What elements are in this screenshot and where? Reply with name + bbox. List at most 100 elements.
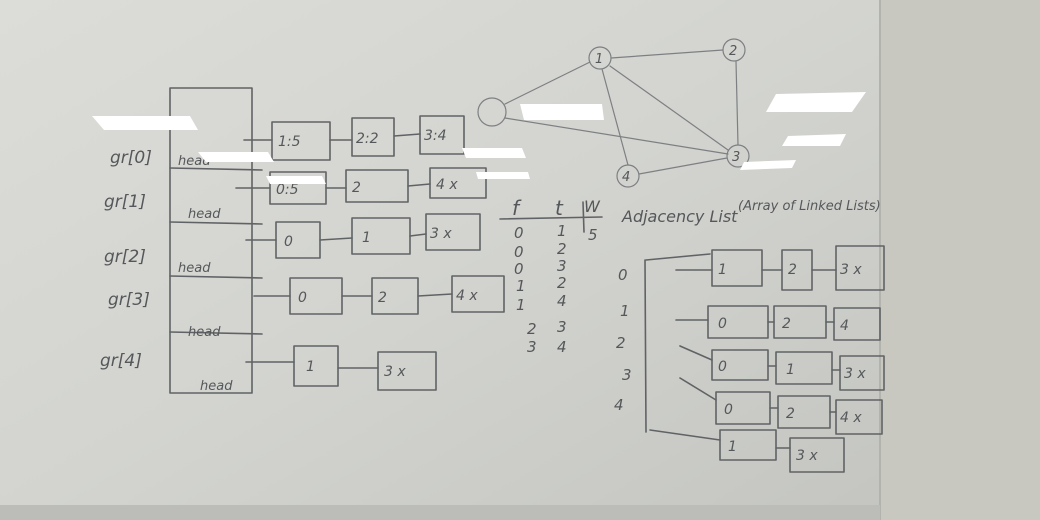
graph-sketch: 1 2 4 3	[477, 38, 750, 188]
list-node	[419, 115, 465, 155]
reflection	[476, 172, 530, 179]
node-label: 0	[718, 359, 727, 375]
list-node	[835, 245, 885, 291]
row-label-1: gr[1]	[104, 192, 146, 212]
list-node	[451, 275, 505, 313]
node-label: 2	[788, 262, 797, 278]
node-label: 1	[306, 359, 315, 375]
node-label: 3 x	[844, 366, 866, 382]
index-frame	[645, 253, 711, 261]
whiteboard	[0, 0, 880, 520]
cell: 0	[514, 224, 524, 242]
index-label: 4	[614, 396, 624, 414]
graph-edge	[609, 65, 729, 151]
node-label: 4	[840, 318, 849, 334]
row-label-3: gr[3]	[108, 290, 150, 310]
list-node	[429, 167, 487, 199]
list-node	[839, 355, 885, 391]
pointer-arrow	[407, 183, 431, 187]
graph-edge	[610, 49, 724, 59]
graph-edge	[504, 61, 591, 105]
edge-table: f t W 0 1 5 0 2 0 3 1 2 1 4 2 3 3 4	[499, 196, 603, 356]
node-label: 1:5	[278, 134, 301, 150]
col-header-f: f	[512, 196, 522, 220]
node-label: 2	[786, 406, 795, 422]
graph-node-label: 4	[622, 170, 630, 185]
node-label: 3 x	[430, 226, 452, 242]
list-node	[789, 437, 845, 473]
table-rule	[582, 201, 585, 233]
list-node	[775, 351, 833, 385]
node-label: 0	[298, 290, 307, 306]
list-node	[711, 349, 769, 381]
row-label-0: gr[0]	[110, 148, 152, 168]
cell: 5	[588, 226, 598, 244]
pointer-arrow	[417, 293, 453, 297]
adjacency-list: Adjacency List (Array of Linked Lists) 0…	[614, 199, 885, 473]
node-label: 3 x	[840, 262, 862, 278]
adjacency-title: Adjacency List	[621, 207, 738, 226]
node-label: 0	[284, 234, 293, 250]
graph-edge	[735, 60, 739, 146]
reflection	[782, 134, 846, 146]
node-label: 1	[718, 262, 727, 278]
divider	[169, 331, 263, 335]
row-label-4: gr[4]	[100, 351, 142, 371]
index-column	[644, 259, 647, 433]
list-node	[425, 213, 481, 251]
list-node	[719, 429, 777, 461]
divider	[169, 167, 263, 171]
node-label: 2:2	[356, 131, 379, 147]
node-label: 1	[362, 230, 371, 246]
node-label: 1	[728, 439, 737, 455]
cell: 3	[557, 318, 567, 336]
adjacency-subtitle: (Array of Linked Lists)	[738, 199, 881, 214]
node-label: 0	[718, 316, 727, 332]
cell: 1	[557, 222, 567, 240]
node-label: 1	[786, 362, 795, 378]
node-label: 4 x	[456, 288, 478, 304]
list-node	[293, 345, 339, 387]
cell: 1	[516, 296, 526, 314]
cell: 2	[557, 240, 567, 258]
pointer-arrow	[679, 377, 717, 401]
list-node	[351, 117, 395, 157]
cell: 0	[514, 243, 524, 261]
reflection	[266, 176, 326, 184]
list-node	[711, 249, 763, 287]
index-label: 3	[622, 366, 632, 384]
reflection	[462, 148, 526, 158]
row-label-2: gr[2]	[104, 247, 146, 267]
graph-node-label: 1	[595, 52, 603, 67]
pointer-arrow	[319, 237, 353, 241]
reflection	[92, 116, 198, 130]
col-header-t: t	[555, 196, 564, 220]
pointer-arrow	[649, 429, 721, 441]
divider	[169, 275, 263, 279]
pointer-arrow	[409, 233, 427, 237]
table-rule	[499, 216, 603, 220]
node-label: 4 x	[840, 410, 862, 426]
node-label: 2	[378, 290, 387, 306]
index-label: 2	[616, 334, 626, 352]
node-label: 2	[782, 316, 791, 332]
array-of-lists: gr[0] gr[1] gr[2] gr[3] gr[4] head head …	[100, 87, 505, 394]
graph-node-label: 3	[732, 150, 740, 165]
cell: 2	[557, 274, 567, 292]
cell: 3	[527, 338, 537, 356]
reflection	[198, 152, 274, 162]
head-label: head	[200, 379, 233, 394]
reflection	[740, 160, 796, 170]
head-label: head	[178, 261, 211, 276]
list-node	[271, 121, 331, 161]
reflection	[766, 92, 866, 112]
cell: 2	[527, 320, 537, 338]
graph-edge	[601, 68, 629, 166]
node-label: 3 x	[384, 364, 406, 380]
node-label: 4 x	[436, 177, 458, 193]
graph-edge	[504, 117, 729, 155]
list-node	[377, 351, 437, 391]
pointer-arrow	[679, 345, 713, 361]
board-tray	[0, 505, 880, 520]
cell: 4	[557, 338, 567, 356]
